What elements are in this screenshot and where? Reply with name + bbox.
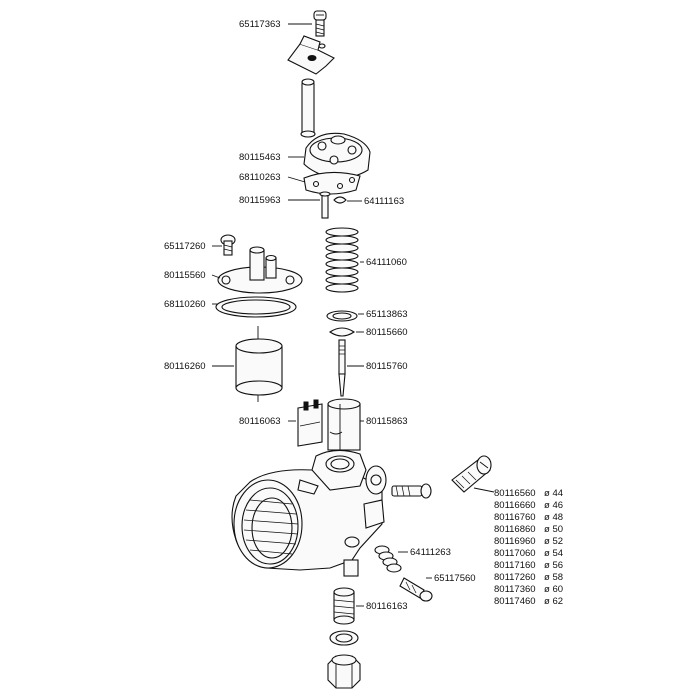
- jet-part-1: 80116660: [494, 500, 536, 511]
- jet-size-1: ø 46: [544, 500, 563, 511]
- label-68110263: 68110263: [239, 172, 281, 183]
- jet-size-2: ø 48: [544, 512, 563, 523]
- carburetor-body: [231, 449, 387, 577]
- jet-part-7: 80117260: [494, 572, 536, 583]
- jet-size-5: ø 54: [544, 548, 563, 559]
- label-80115560: 80115560: [164, 270, 206, 281]
- drain-plug: [327, 654, 361, 689]
- needle-holder: [297, 399, 323, 447]
- leader-jet-table: [473, 487, 495, 493]
- mixture-screw: [399, 577, 433, 602]
- throttle-slide: [327, 398, 361, 451]
- label-65117363: 65117363: [239, 19, 281, 30]
- top-cover: [303, 132, 371, 179]
- jet-part-5: 80117060: [494, 548, 536, 559]
- label-80115760: 80115760: [366, 361, 408, 372]
- jet-part-0: 80116560: [494, 488, 536, 499]
- jet-size-8: ø 60: [544, 584, 563, 595]
- atomizer-nozzle: [333, 587, 355, 625]
- label-68110260: 68110260: [164, 299, 206, 310]
- jet-part-8: 80117360: [494, 584, 536, 595]
- jet-size-3: ø 50: [544, 524, 563, 535]
- jet-part-3: 80116860: [494, 524, 536, 535]
- label-65117260: 65117260: [164, 241, 206, 252]
- leader-68110263: [287, 176, 306, 183]
- label-80115863: 80115863: [366, 416, 408, 427]
- jet-size-0: ø 44: [544, 488, 563, 499]
- idle-screw: [391, 483, 432, 499]
- jet-size-6: ø 56: [544, 560, 563, 571]
- label-80116260: 80116260: [164, 361, 206, 372]
- float-chamber-cover: [217, 246, 303, 294]
- float: [235, 326, 283, 402]
- label-64111163: 64111163: [364, 196, 404, 207]
- label-80116163: 80116163: [366, 601, 408, 612]
- bowl-washer-hole: [335, 633, 353, 643]
- label-65113863: 65113863: [366, 309, 408, 320]
- jet-part-4: 80116960: [494, 536, 536, 547]
- label-64111060: 64111060: [366, 257, 407, 268]
- label-64111263: 64111263: [410, 547, 451, 558]
- label-80115463: 80115463: [239, 152, 281, 163]
- main-jet: [451, 455, 492, 493]
- jet-needle: [338, 339, 346, 397]
- jet-size-4: ø 52: [544, 536, 563, 547]
- leader-80115560: [211, 274, 221, 279]
- cover-gasket: [303, 171, 361, 195]
- needle-pin: [319, 191, 331, 219]
- label-65117560: 65117560: [434, 573, 476, 584]
- jet-part-6: 80117160: [494, 560, 536, 571]
- top-screw: [313, 10, 327, 37]
- slide-rod: [300, 78, 316, 138]
- needle-clip: [329, 327, 355, 337]
- idle-spring: [374, 545, 402, 573]
- jet-size-table: 80116560 ø 44 80116660 ø 46 80116760 ø 4…: [494, 488, 563, 607]
- jet-part-2: 80116760: [494, 512, 536, 523]
- label-80115660: 80115660: [366, 327, 408, 338]
- throttle-spring: [325, 227, 359, 293]
- label-80115963: 80115963: [239, 195, 281, 206]
- cable-bracket: [287, 35, 335, 75]
- jet-size-9: ø 62: [544, 596, 563, 607]
- circlip: [333, 196, 347, 204]
- jet-size-7: ø 58: [544, 572, 563, 583]
- float-cover-gasket-inner: [221, 299, 291, 315]
- label-80116063: 80116063: [239, 416, 281, 427]
- jet-part-9: 80117460: [494, 596, 536, 607]
- cover-screw: [220, 234, 236, 256]
- spring-seat-washer-hole: [332, 312, 352, 320]
